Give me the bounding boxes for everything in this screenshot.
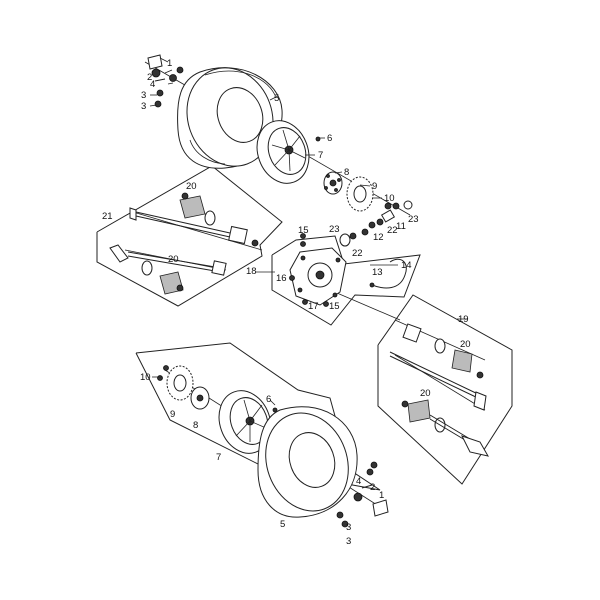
leader-lines [149, 57, 468, 406]
label-20a-rear: 20 [460, 339, 471, 350]
label-3b-rear: 3 [346, 536, 351, 547]
label-12: 12 [373, 232, 384, 243]
front-brake-disc[interactable] [346, 176, 374, 212]
label-7-rear: 7 [216, 452, 221, 463]
rear-hub-bolts [336, 461, 389, 528]
label-18: 18 [246, 266, 257, 277]
differential-seals [289, 209, 396, 307]
label-8-rear: 8 [193, 420, 198, 431]
label-23a: 23 [408, 214, 419, 225]
label-16: 16 [276, 273, 287, 284]
label-3a-rear: 3 [346, 522, 351, 533]
label-10-rear: 10 [140, 372, 151, 383]
rear-wheel-rim[interactable] [211, 383, 280, 460]
label-17: 17 [308, 301, 319, 312]
label-3a-front: 3 [141, 90, 146, 101]
label-1-rear: 1 [379, 490, 384, 501]
label-22a: 22 [387, 225, 398, 236]
rear-tire[interactable] [252, 401, 361, 522]
label-1-front: 1 [167, 58, 172, 69]
label-3b-front: 3 [141, 101, 146, 112]
front-tire[interactable] [173, 56, 286, 179]
breather-hose[interactable] [369, 258, 407, 289]
front-hub-bolts [147, 54, 413, 210]
label-13: 13 [372, 267, 383, 278]
label-5-rear: 5 [280, 519, 285, 530]
label-20b-rear: 20 [420, 388, 431, 399]
label-14: 14 [401, 260, 412, 271]
front-hub[interactable] [323, 171, 343, 195]
label-15a: 15 [298, 225, 309, 236]
label-4-rear: 4 [356, 476, 361, 487]
front-wheel-rim[interactable] [249, 113, 318, 190]
label-9-front: 9 [372, 181, 377, 192]
label-2-rear: 2 [370, 482, 375, 493]
rear-axle-boundary [377, 294, 513, 485]
rear-hub[interactable] [190, 386, 210, 410]
label-6-rear: 6 [266, 394, 271, 405]
label-22b: 22 [352, 248, 363, 259]
rear-axle-shaft-upper[interactable] [389, 323, 487, 411]
label-9-rear: 9 [170, 409, 175, 420]
rear-axle-shaft-lower[interactable] [401, 399, 489, 457]
label-23b: 23 [329, 224, 340, 235]
label-7-front: 7 [318, 150, 323, 161]
front-axle-shaft-lower[interactable] [109, 244, 227, 295]
label-5-front: 5 [274, 93, 279, 104]
label-6-front: 6 [327, 133, 332, 144]
front-axle-boundary [96, 165, 283, 307]
label-20a-front: 20 [186, 181, 197, 192]
differential-boundary [271, 235, 421, 326]
label-15b: 15 [329, 301, 340, 312]
label-11: 11 [396, 221, 406, 232]
front-axle-shaft-upper[interactable] [129, 192, 259, 247]
label-2-front: 2 [147, 72, 152, 83]
label-10-front: 10 [384, 193, 395, 204]
label-21: 21 [102, 211, 113, 222]
front-differential[interactable] [289, 247, 347, 306]
label-8-front: 8 [344, 167, 349, 178]
label-19: 19 [458, 314, 469, 325]
rear-brake-disc[interactable] [157, 365, 194, 401]
label-4-front: 4 [150, 79, 155, 90]
label-20b-front: 20 [168, 254, 179, 265]
